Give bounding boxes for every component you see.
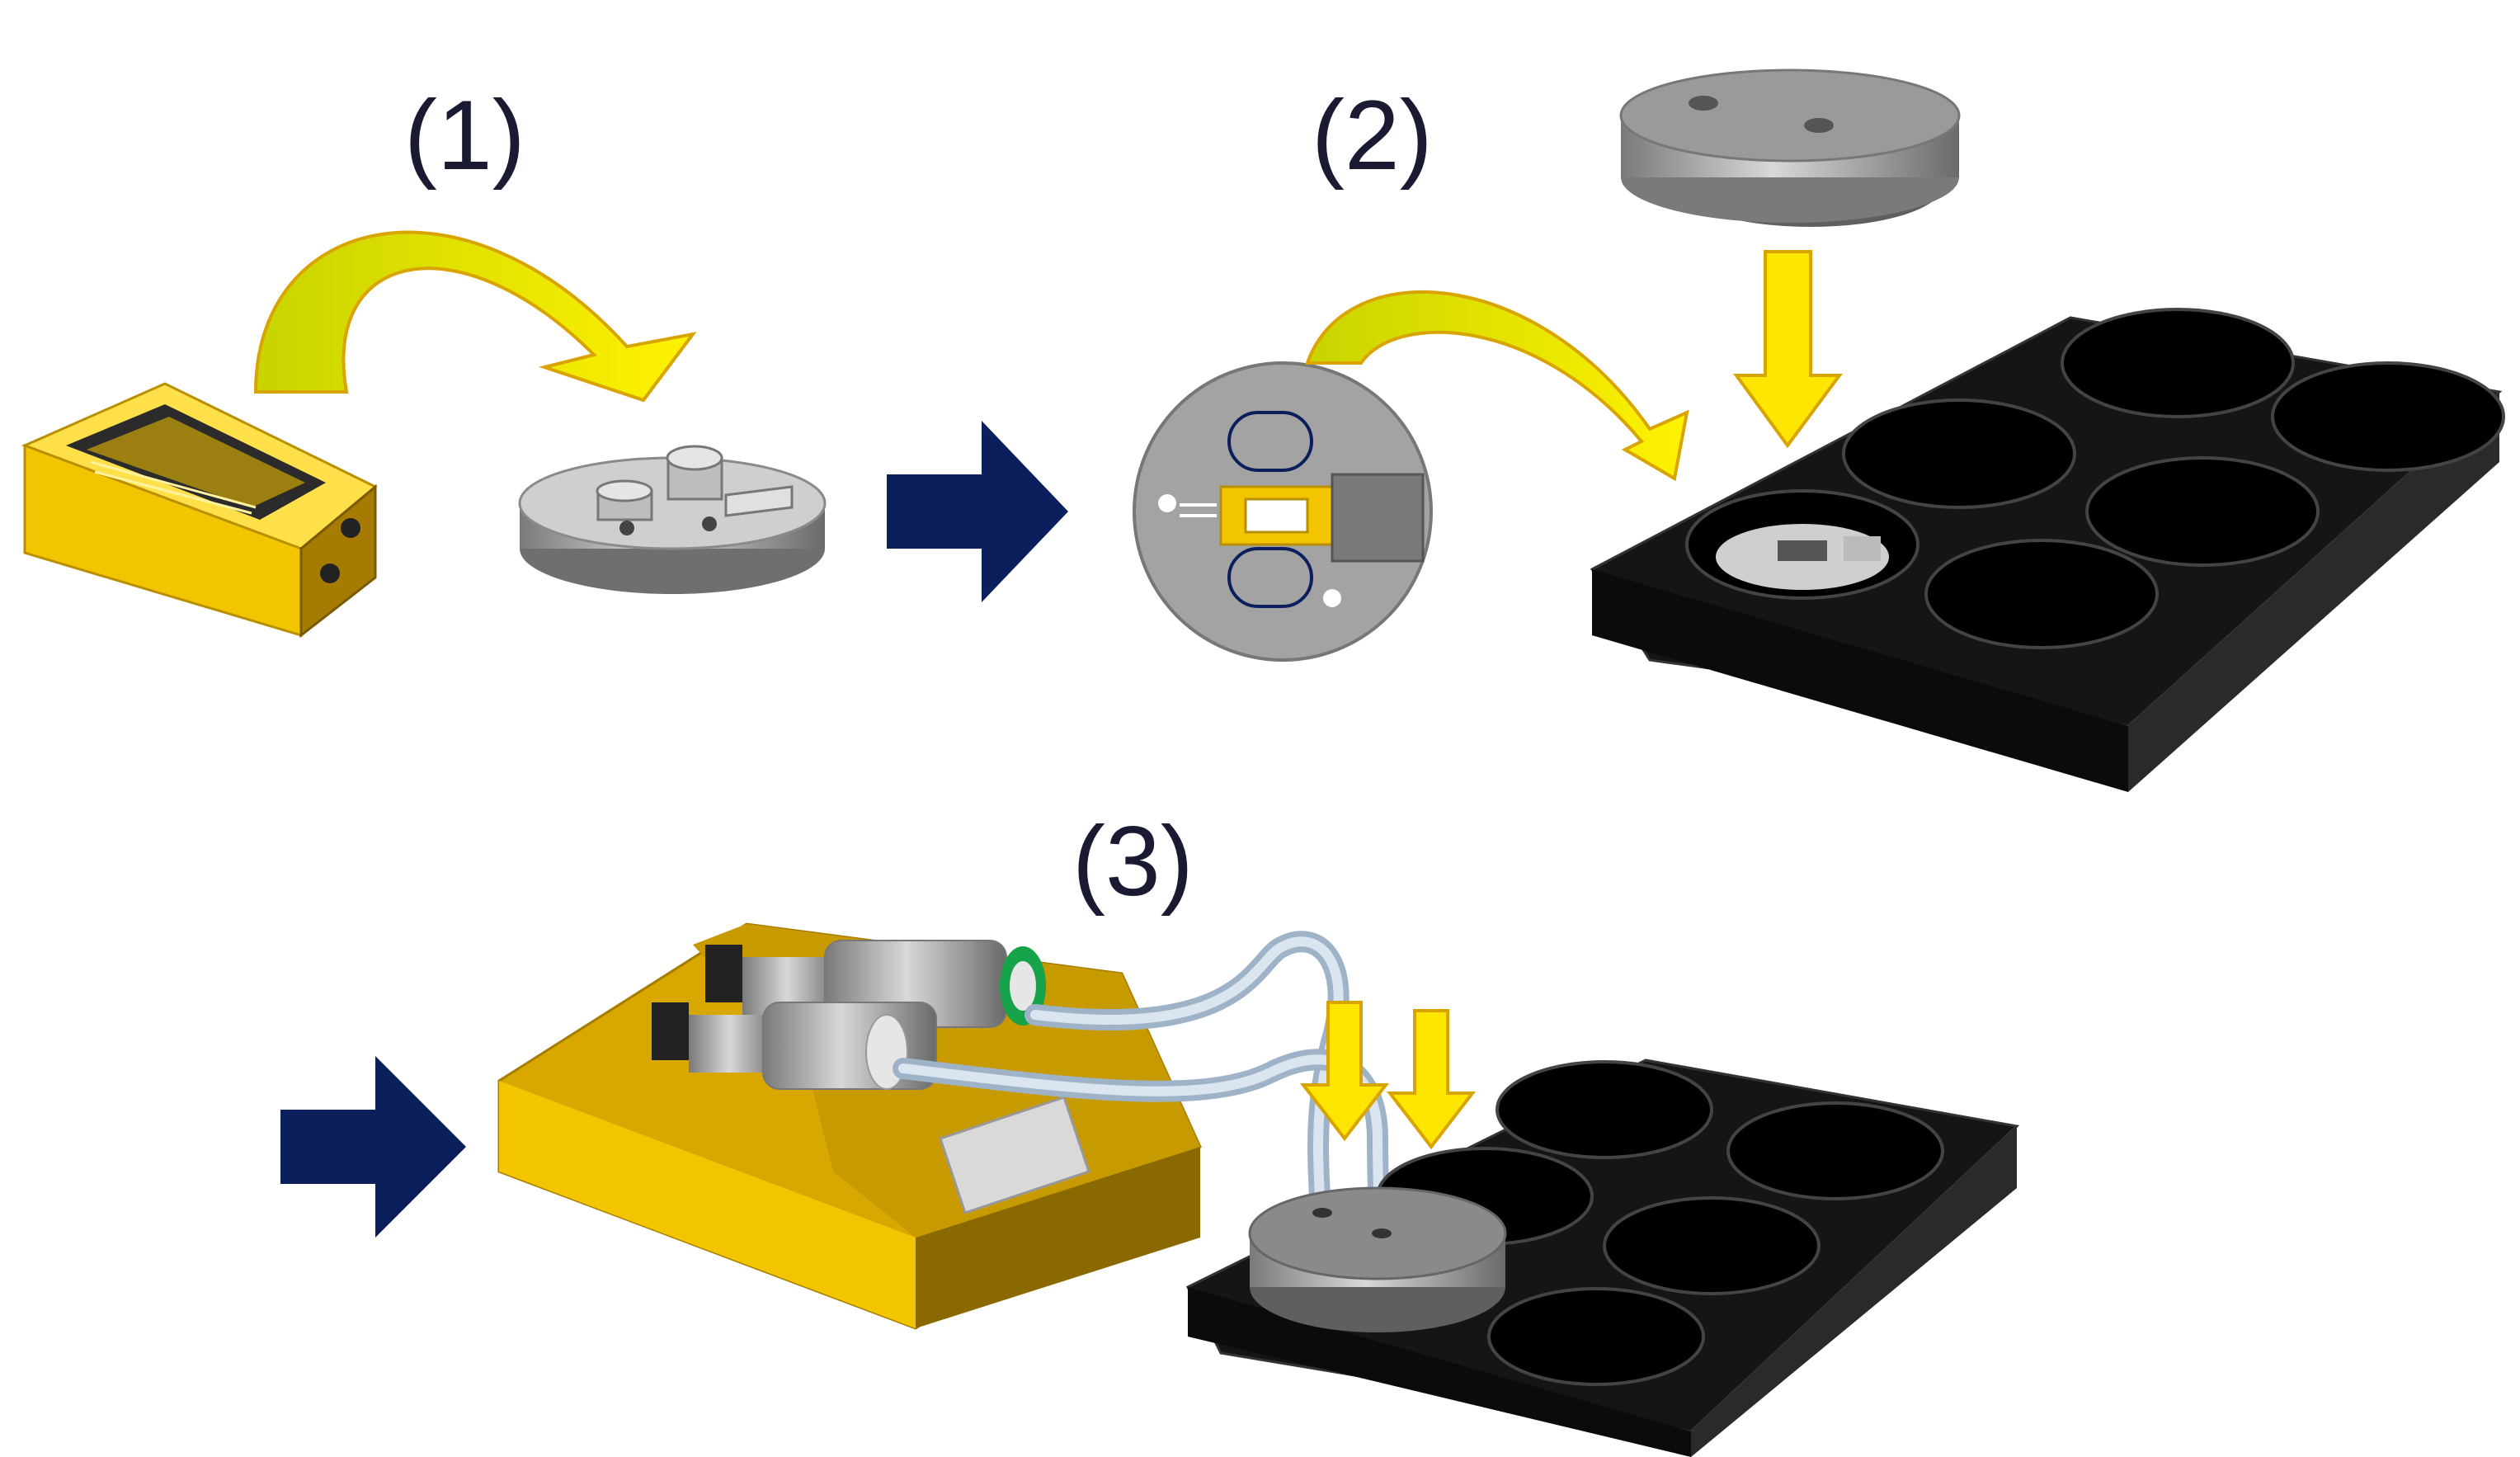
step-1-label: (1): [404, 80, 525, 191]
metal-disc: [518, 445, 827, 594]
yellow-down-arrow-icon: [1299, 1001, 1390, 1142]
step-3-label: (3): [1072, 806, 1194, 917]
well-plate: [1590, 308, 2505, 792]
yellow-curved-arrow-icon: [253, 230, 697, 403]
tubing: [1030, 936, 1344, 1209]
yellow-frame: [21, 382, 378, 639]
metal-lid: [1248, 1186, 1507, 1332]
tubing: [898, 1054, 1384, 1234]
step-2-label: (2): [1312, 80, 1433, 191]
yellow-down-arrow-icon: [1733, 250, 1843, 449]
yellow-curved-arrow-icon: [1305, 290, 1689, 482]
disc-top-view: [1133, 361, 1433, 662]
metal-lid: [1619, 68, 1961, 227]
well-plate: [1185, 1059, 2020, 1457]
yellow-down-arrow-icon: [1386, 1009, 1477, 1150]
navy-right-arrow-icon: [280, 1056, 466, 1238]
navy-right-arrow-icon: [887, 421, 1068, 602]
